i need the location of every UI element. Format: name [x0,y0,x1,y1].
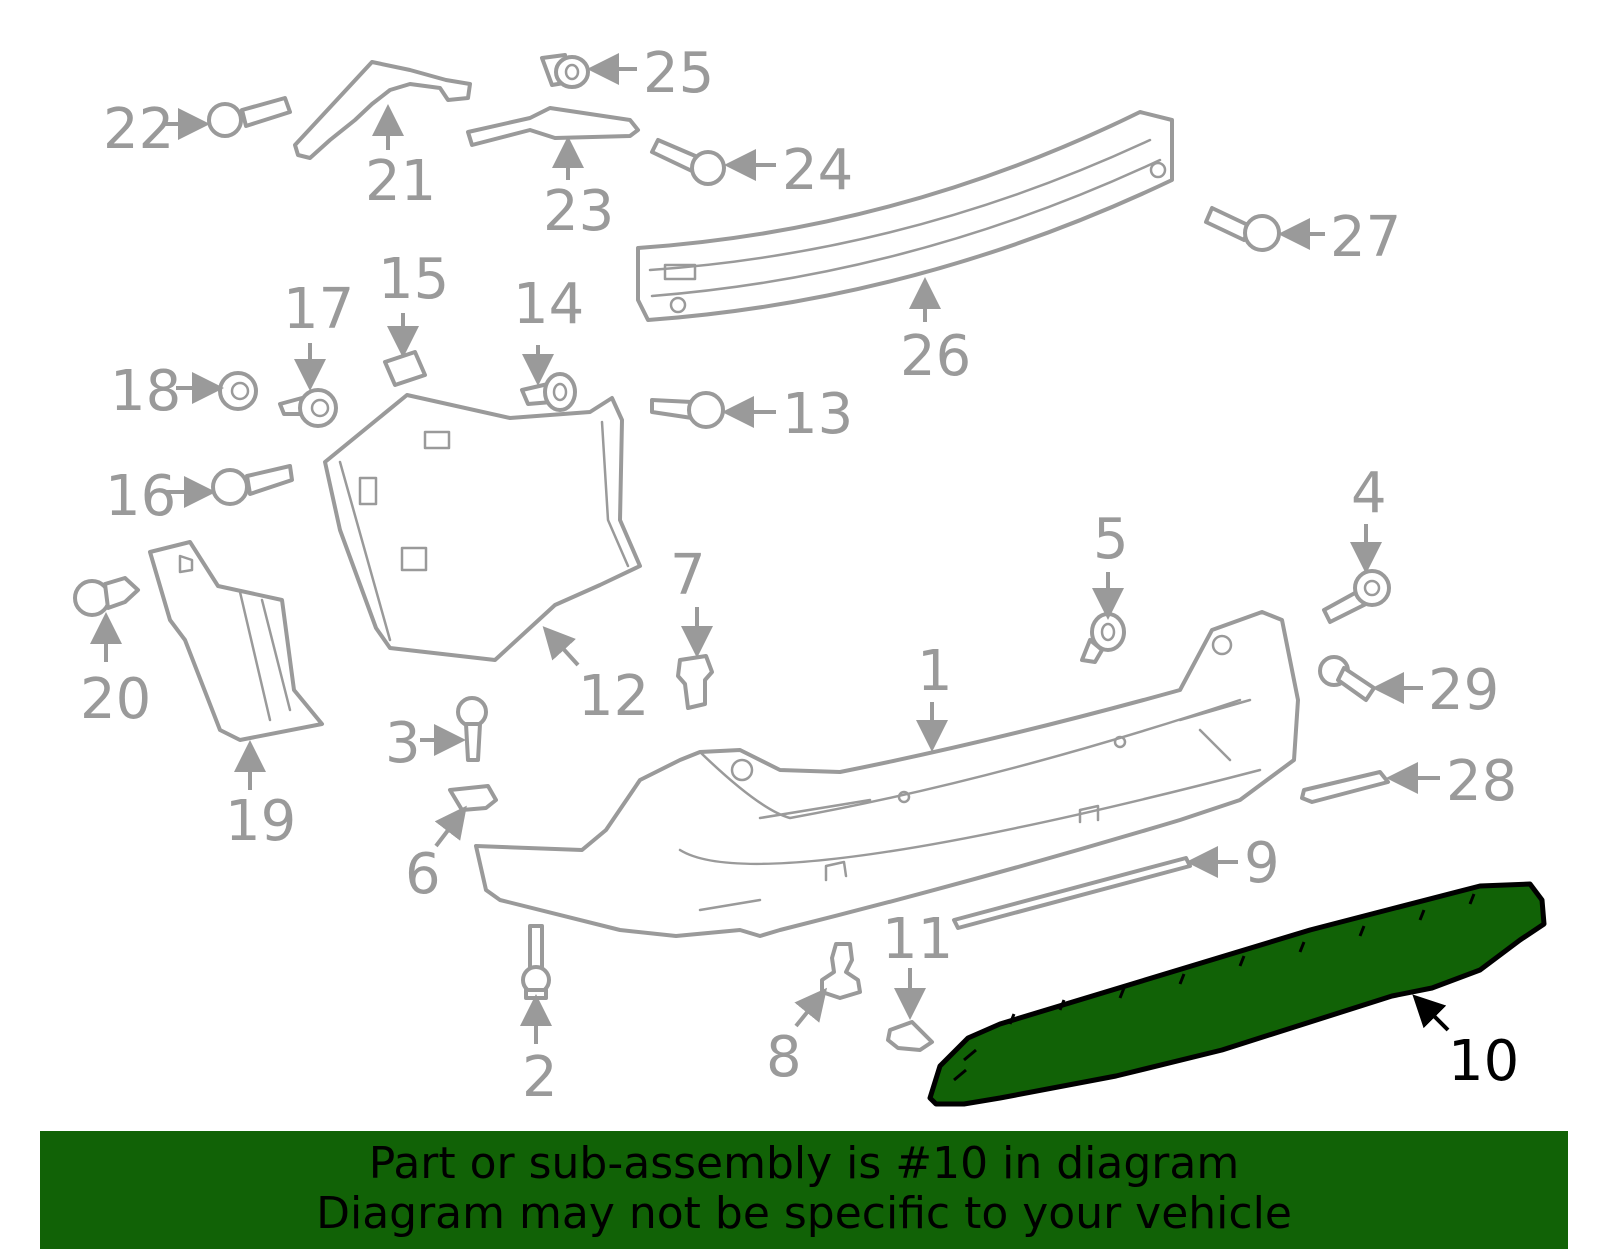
part-29-bolt[interactable] [1318,655,1376,702]
callout-10: 10 [1448,1029,1519,1094]
part-1-bumper-cover[interactable] [474,610,1300,938]
part-24-bolt[interactable] [650,138,726,186]
callout-1: 1 [917,639,953,704]
part-28-strip[interactable] [1300,770,1390,804]
callout-29: 29 [1428,658,1499,723]
callout-6: 6 [405,842,441,907]
part-10-highlighted[interactable] [927,881,1547,1107]
part-25-clip[interactable] [540,53,590,89]
callout-20: 20 [80,667,151,732]
part-18-nut[interactable] [218,371,258,411]
callout-3: 3 [385,711,421,776]
callout-11: 11 [882,907,953,972]
part-5-clip[interactable] [1080,612,1126,664]
callout-7: 7 [670,543,706,608]
part-23-bracket[interactable] [466,106,640,147]
callout-14: 14 [513,272,584,337]
callout-22: 22 [103,97,174,162]
part-3-bolt[interactable] [456,696,488,762]
callout-8: 8 [766,1025,802,1090]
part-11-clip[interactable] [886,1020,934,1052]
part-20-clip[interactable] [73,576,140,617]
callout-26: 26 [900,324,971,389]
part-16-bolt[interactable] [211,464,294,506]
callout-5: 5 [1093,507,1129,572]
part-8-clip[interactable] [820,942,862,1000]
part-13-bolt[interactable] [650,391,725,429]
callout-2: 2 [522,1045,558,1110]
part-26-reinforcement[interactable] [636,110,1174,322]
part-21-bracket[interactable] [293,60,472,160]
part-6-clip[interactable] [448,784,498,812]
part-2-bolt[interactable] [521,924,551,1000]
part-15-clip[interactable] [383,350,427,387]
part-22-bolt[interactable] [207,96,292,138]
callout-12: 12 [578,664,649,729]
callout-15: 15 [378,247,449,312]
callout-17: 17 [283,277,354,342]
callout-4: 4 [1351,461,1387,526]
callout-16: 16 [105,464,176,529]
part-7-clip[interactable] [676,654,714,710]
part-27-bolt[interactable] [1204,206,1281,252]
part-17-nut[interactable] [278,388,338,428]
callout-24: 24 [782,138,853,203]
callout-18: 18 [110,359,181,424]
banner-line-2: Diagram may not be specific to your vehi… [316,1188,1292,1239]
callout-28: 28 [1446,749,1517,814]
callout-25: 25 [643,41,714,106]
callout-21: 21 [365,149,436,214]
info-banner: Part or sub-assembly is #10 in diagram D… [40,1131,1568,1249]
part-19-side-panel[interactable] [148,540,324,742]
part-4-screw[interactable] [1322,569,1391,624]
part-12-side-bracket[interactable] [323,393,642,662]
part-14-clip[interactable] [520,372,577,412]
callout-23: 23 [543,179,614,244]
callout-27: 27 [1330,205,1401,270]
banner-line-1: Part or sub-assembly is #10 in diagram [368,1138,1240,1189]
callout-13: 13 [782,382,853,447]
callout-19: 19 [225,789,296,854]
callout-9: 9 [1244,831,1280,896]
